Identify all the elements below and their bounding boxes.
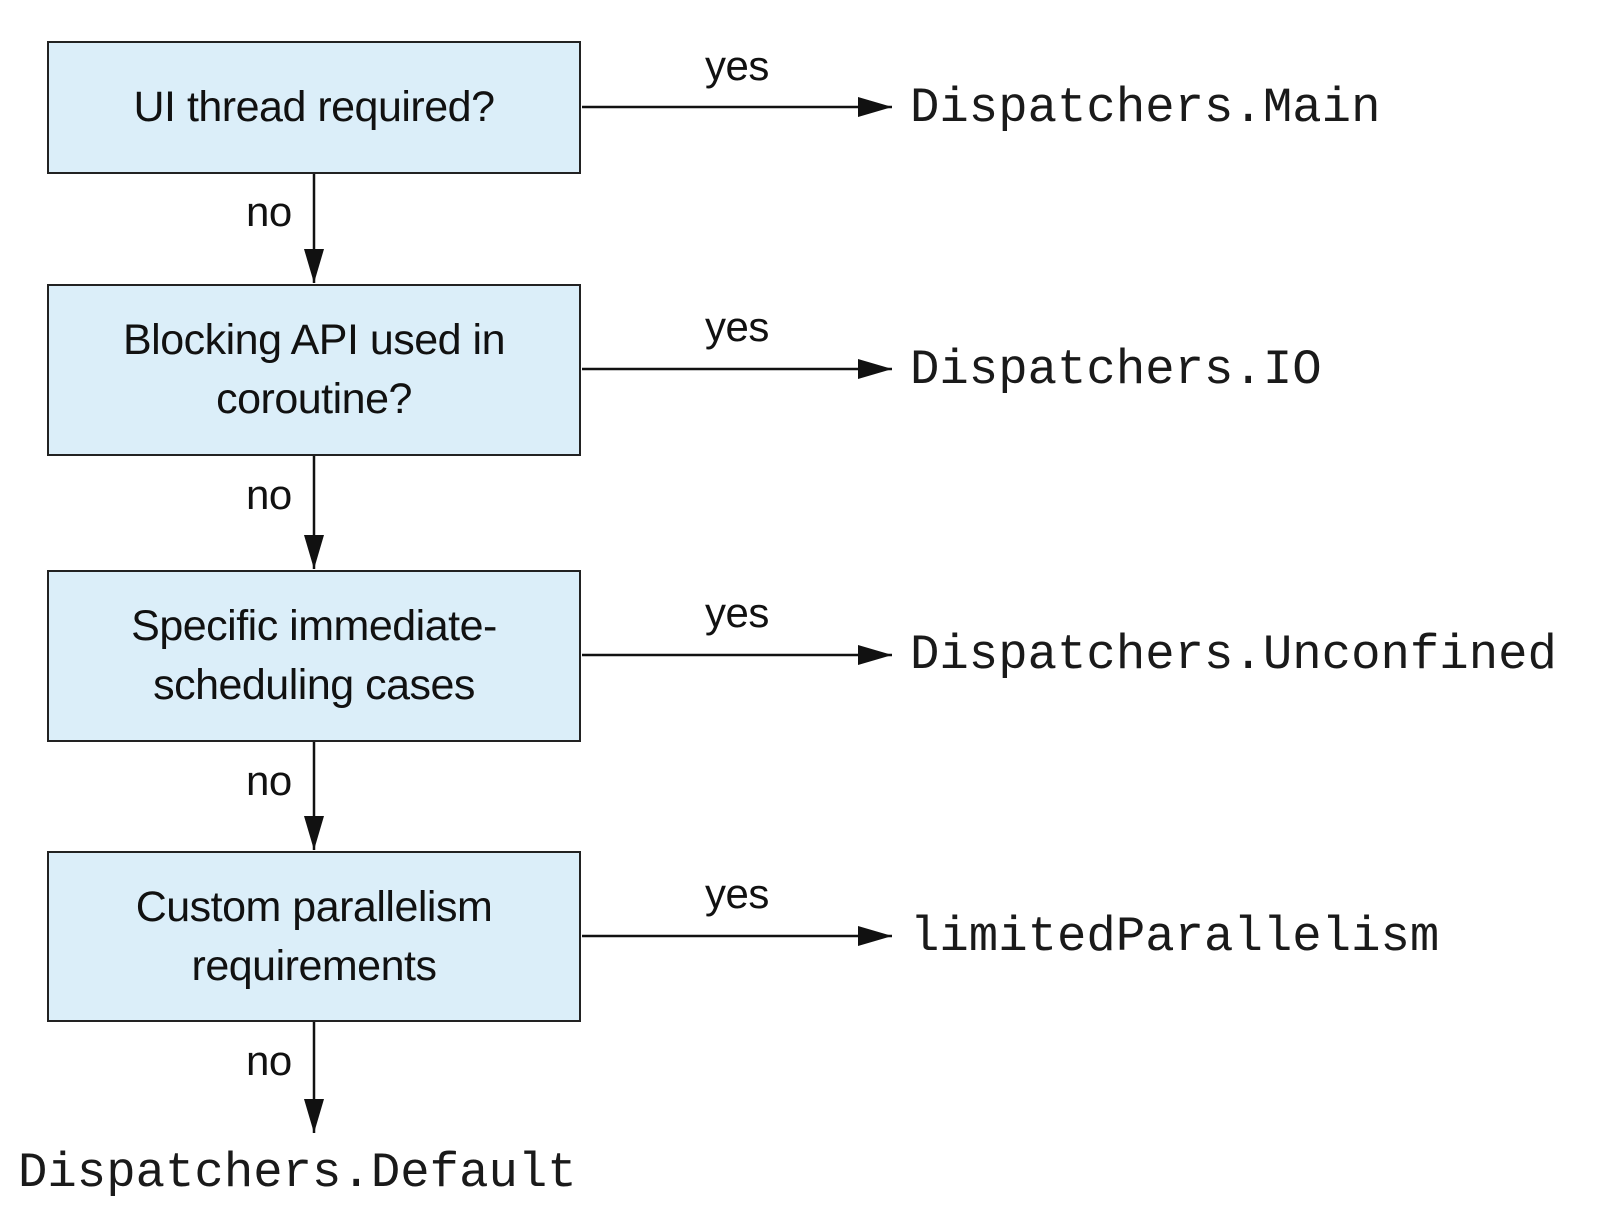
yes-label: yes bbox=[705, 870, 769, 917]
decision-question: Blocking API used in coroutine? bbox=[122, 316, 506, 423]
decision-question: Custom parallelism requirements bbox=[135, 882, 493, 990]
outcome-limited-parallelism: limitedParallelism bbox=[910, 909, 1440, 965]
outcome-dispatchers-unconfined: Dispatchers.Unconfined bbox=[910, 627, 1557, 683]
decision-question: UI thread required? bbox=[133, 83, 496, 131]
decision-box-blocking-api: Blocking API used in coroutine? bbox=[47, 284, 581, 456]
no-label: no bbox=[246, 188, 292, 235]
decision-box-ui-thread: UI thread required? bbox=[47, 41, 581, 174]
yes-label: yes bbox=[705, 42, 769, 89]
no-label: no bbox=[246, 471, 292, 518]
no-label: no bbox=[246, 757, 292, 804]
outcome-dispatchers-main: Dispatchers.Main bbox=[910, 80, 1381, 136]
no-label: no bbox=[246, 1037, 292, 1084]
outcome-dispatchers-io: Dispatchers.IO bbox=[910, 342, 1322, 398]
outcome-dispatchers-default: Dispatchers.Default bbox=[18, 1145, 577, 1201]
yes-label: yes bbox=[705, 589, 769, 636]
yes-label: yes bbox=[705, 303, 769, 350]
decision-question: Specific immediate-scheduling cases bbox=[131, 602, 497, 709]
decision-box-immediate-scheduling: Specific immediate-scheduling cases bbox=[47, 570, 581, 742]
decision-box-custom-parallelism: Custom parallelism requirements bbox=[47, 851, 581, 1022]
